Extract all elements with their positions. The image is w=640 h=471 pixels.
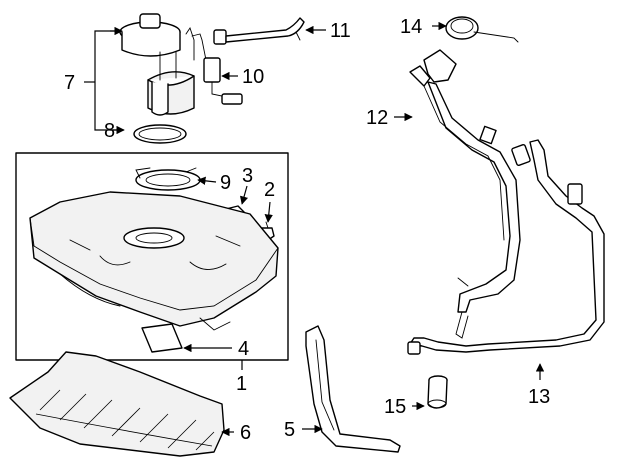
callout-14: 14 (400, 16, 422, 38)
filler-hose-grommet (427, 375, 448, 409)
fuel-tank (29, 191, 279, 331)
vent-line (407, 139, 605, 355)
callout-8: 8 (104, 120, 115, 142)
callout-11: 11 (330, 20, 351, 42)
callout-1: 1 (236, 373, 247, 395)
callout-6: 6 (240, 422, 251, 444)
heat-shield-pad (141, 323, 183, 353)
fuel-pump-module (119, 13, 195, 116)
callout-9: 9 (220, 172, 231, 194)
callout-4: 4 (238, 338, 249, 360)
fuel-cap (445, 16, 519, 43)
callout-12: 12 (366, 107, 388, 129)
leader-7-bracket (94, 30, 118, 131)
tank-strap (305, 325, 401, 453)
callout-15: 15 (384, 396, 406, 418)
callout-2: 2 (264, 179, 275, 201)
vent-hose (213, 17, 305, 45)
underbody-shield (9, 351, 225, 457)
lock-ring (135, 167, 201, 191)
fuel-tank-assembly-box (15, 152, 289, 361)
callout-5: 5 (284, 419, 295, 441)
callout-10: 10 (242, 66, 264, 88)
callout-13: 13 (528, 386, 550, 408)
wiring-harness (191, 33, 243, 105)
callout-7: 7 (64, 72, 75, 94)
filler-pipe (409, 49, 521, 339)
fuel-pump-seal-ring (133, 124, 187, 144)
callout-3: 3 (242, 165, 253, 187)
